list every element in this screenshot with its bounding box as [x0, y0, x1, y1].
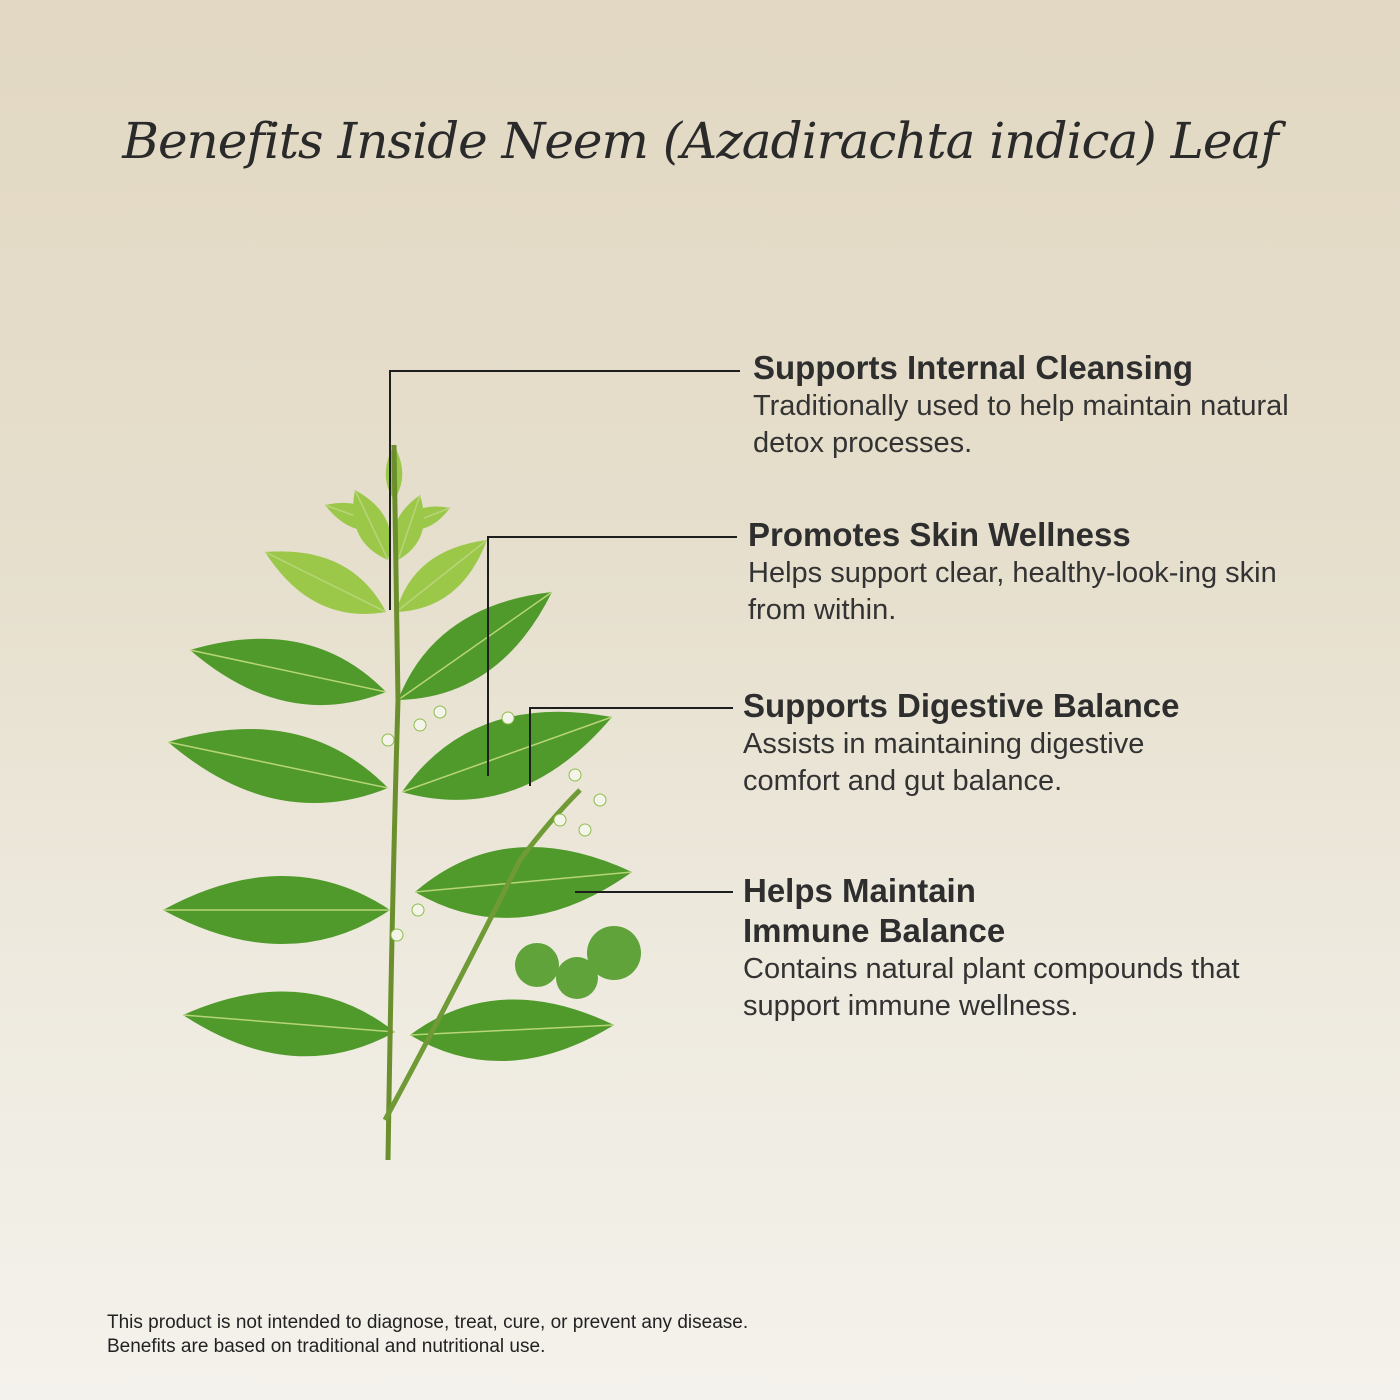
- leaf-vein: [354, 489, 389, 561]
- benefit-heading: Helps Maintain Immune Balance: [743, 872, 1006, 949]
- leaf-vein: [397, 494, 421, 561]
- neem-fruit: [556, 957, 598, 999]
- benefit-description: Helps support clear, healthy-look-ing sk…: [748, 557, 1277, 626]
- leaf-vein: [401, 716, 613, 793]
- neem-flower-bud: [501, 711, 515, 725]
- benefit-heading: Supports Digestive Balance: [743, 687, 1180, 724]
- neem-flower-bud: [593, 793, 607, 807]
- neem-fruit: [515, 943, 559, 987]
- leaf-vein: [182, 1014, 396, 1033]
- neem-flower-bud: [390, 928, 404, 942]
- leaflet: [168, 728, 388, 804]
- disclaimer-line: Benefits are based on traditional and nu…: [107, 1336, 546, 1357]
- leaf-vein: [409, 1024, 615, 1036]
- leaf-vein: [264, 551, 387, 613]
- leaf-vein: [167, 741, 389, 789]
- neem-flower-bud: [433, 705, 447, 719]
- page-title: Benefits Inside Neem (Azadirachta indica…: [122, 112, 1279, 170]
- benefit-heading: Supports Internal Cleansing: [753, 349, 1194, 386]
- leaf-vein: [395, 539, 488, 613]
- stem: [385, 444, 401, 1161]
- neem-flower-bud: [568, 768, 582, 782]
- neem-flower-bud: [578, 823, 592, 837]
- neem-flower-bud: [413, 718, 427, 732]
- neem-flower-bud: [553, 813, 567, 827]
- leaf-vein: [397, 591, 553, 701]
- leaf-vein: [189, 649, 387, 693]
- disclaimer: This product is not intended to diagnose…: [107, 1311, 748, 1359]
- benefit-cleansing: Supports Internal Cleansing Traditionall…: [753, 348, 1313, 462]
- neem-flower-bud: [411, 903, 425, 917]
- benefit-description: Assists in maintaining digestive comfort…: [743, 728, 1145, 797]
- benefit-heading: Promotes Skin Wellness: [748, 516, 1131, 553]
- callout-line-digestive: [529, 707, 733, 786]
- callout-line-cleansing: [389, 370, 740, 610]
- benefit-skin: Promotes Skin Wellness Helps support cle…: [748, 515, 1278, 629]
- benefit-description: Traditionally used to help maintain natu…: [753, 390, 1289, 459]
- benefit-digestive: Supports Digestive Balance Assists in ma…: [743, 686, 1233, 800]
- benefit-description: Contains natural plant compounds that su…: [743, 953, 1240, 1022]
- benefit-immune: Helps Maintain Immune Balance Contains n…: [743, 871, 1303, 1025]
- leaflet: [190, 638, 386, 706]
- leaf-vein: [414, 871, 633, 893]
- disclaimer-line: This product is not intended to diagnose…: [107, 1312, 749, 1333]
- callout-lines: [389, 370, 740, 893]
- leaflet: [402, 711, 612, 800]
- neem-flower-bud: [381, 733, 395, 747]
- callout-line-skin: [487, 536, 737, 776]
- neem-fruit: [587, 926, 641, 980]
